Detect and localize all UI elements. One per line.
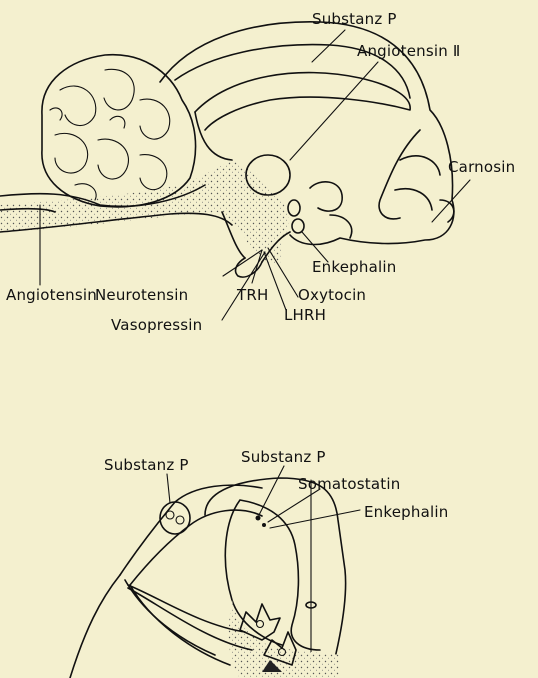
peripheral-nerve-3: [125, 580, 215, 655]
dorsal-horn-terminal-1: [256, 516, 261, 521]
label-neurotensin: Neurotensin: [95, 286, 188, 304]
substanz-p-left-leader: [167, 474, 170, 503]
corpus-callosum: [195, 73, 410, 130]
dorsal-horn-terminal-2: [262, 523, 266, 527]
label-lhrh: LHRH: [284, 306, 326, 324]
optic-chiasm: [292, 219, 304, 233]
dorsal-root-fibre-2: [130, 510, 262, 585]
label-trh: TRH: [236, 286, 268, 304]
label-enkephalin-upper: Enkephalin: [312, 258, 396, 276]
cerebellum: [42, 55, 196, 207]
label-enkephalin-lower: Enkephalin: [364, 503, 448, 521]
ganglion-cell-2: [176, 516, 184, 524]
mammillary-body: [288, 200, 300, 216]
somatostatin-leader: [268, 489, 320, 522]
peripheral-nerve-1: [70, 575, 120, 678]
label-oxytocin: Oxytocin: [298, 286, 366, 304]
substanz-p-top-leader: [259, 466, 284, 515]
motor-neuron-nucleus-1: [257, 621, 264, 628]
occipital-region: [195, 112, 232, 160]
label-carnosin: Carnosin: [448, 158, 515, 176]
pituitary: [236, 258, 262, 277]
label-substanz-p-upper: Substanz P: [312, 10, 397, 28]
label-vasopressin: Vasopressin: [111, 316, 202, 334]
label-somatostatin: Somatostatin: [298, 475, 400, 493]
frontal-lobe-gyri: [379, 130, 454, 222]
label-angiotensin-ii: Angiotensin Ⅱ: [357, 42, 461, 60]
brain-sagittal-diagram: Substanz P Angiotensin Ⅱ Carnosin Enkeph…: [0, 10, 515, 334]
angiotensin-ii-leader: [290, 62, 378, 160]
label-substanz-p-left: Substanz P: [104, 456, 189, 474]
carnosin-leader: [432, 180, 470, 222]
neurotensin-leader: [223, 250, 262, 276]
spinal-cord-diagram: Substanz P Substanz P Somatostatin Enkep…: [70, 448, 448, 678]
label-substanz-p-top: Substanz P: [241, 448, 326, 466]
temporal-gyri: [310, 182, 352, 238]
dorsal-root-fibre-1: [120, 485, 262, 575]
label-angiotensin: Angiotensin: [6, 286, 97, 304]
oxytocin-leader: [268, 248, 298, 297]
